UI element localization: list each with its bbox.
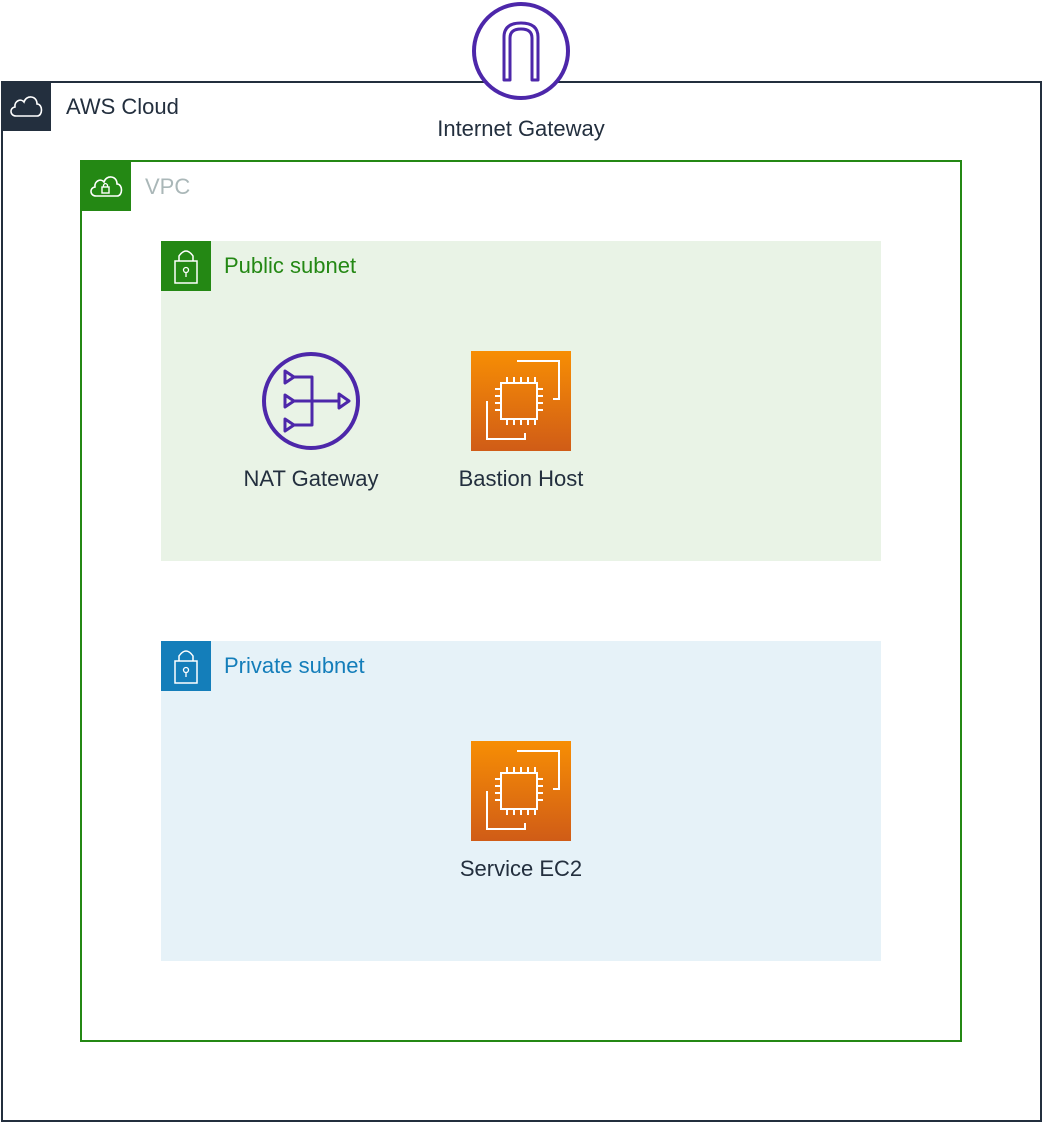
internet-gateway-label: Internet Gateway	[437, 116, 605, 141]
cloud-icon	[1, 81, 51, 131]
private-subnet-label: Private subnet	[224, 653, 365, 678]
ec2-icon[interactable]	[471, 351, 571, 451]
lock-icon	[161, 641, 211, 691]
ec2-icon[interactable]	[471, 741, 571, 841]
vpc-label: VPC	[145, 174, 191, 199]
vpc-group[interactable]: VPC	[80, 160, 962, 1042]
nat-gateway-label: NAT Gateway	[243, 466, 379, 491]
aws-cloud-label: AWS Cloud	[66, 94, 179, 119]
cloud-lock-icon	[81, 161, 131, 211]
service-ec2-label: Service EC2	[459, 856, 583, 881]
bastion-host-label: Bastion Host	[458, 466, 584, 491]
lock-icon	[161, 241, 211, 291]
public-subnet-label: Public subnet	[224, 253, 357, 278]
nat-gateway-icon[interactable]	[261, 351, 361, 451]
internet-gateway-icon[interactable]	[471, 1, 571, 101]
